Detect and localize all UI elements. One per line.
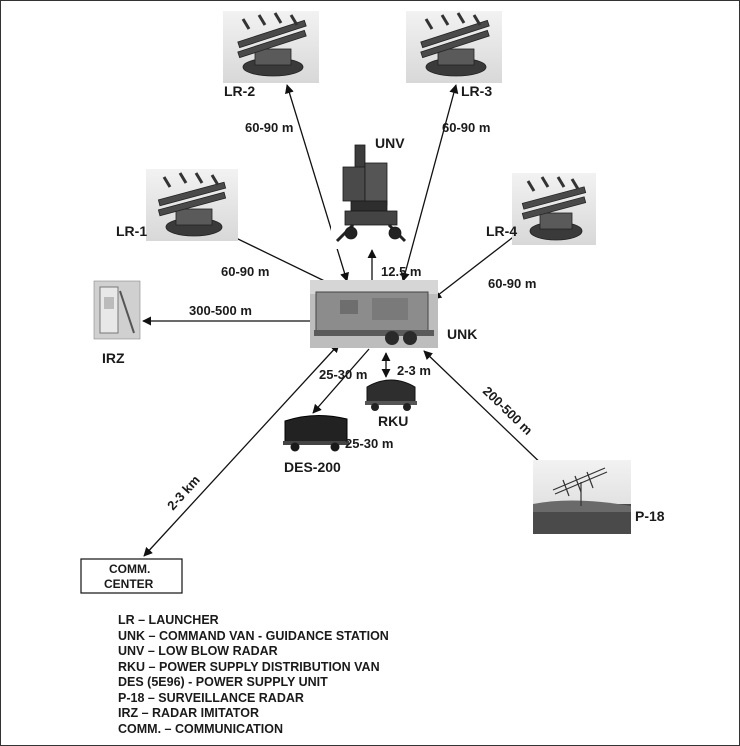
line-lr3-unk (400, 84, 459, 282)
p18-radar-image (533, 460, 631, 534)
legend-item: RKU – POWER SUPPLY DISTRIBUTION VAN (118, 659, 380, 674)
dist-comm-unk: 2-3 km (164, 472, 203, 513)
legend: LR – LAUNCHER UNK – COMMAND VAN - GUIDAN… (118, 613, 389, 737)
dist-des-rku: 25-30 m (345, 436, 393, 451)
launcher-lr3-image (406, 11, 502, 83)
legend-item: IRZ – RADAR IMITATOR (118, 706, 259, 720)
label-unv: UNV (375, 135, 405, 151)
legend-item: UNV – LOW BLOW RADAR (118, 644, 278, 658)
label-lr2: LR-2 (224, 83, 255, 99)
irz-image (93, 280, 141, 340)
label-unk: UNK (447, 326, 477, 342)
legend-item: UNK – COMMAND VAN - GUIDANCE STATION (118, 628, 389, 643)
launcher-lr1-image (146, 169, 238, 241)
dist-lr2-unk: 60-90 m (245, 120, 293, 135)
label-lr3: LR-3 (461, 83, 492, 99)
dist-p18-unk: 200-500 m (480, 383, 536, 437)
dist-rku-unk: 2-3 m (397, 363, 431, 378)
label-irz: IRZ (102, 350, 125, 366)
legend-item: DES (5E96) - POWER SUPPLY UNIT (118, 675, 328, 689)
dist-lr3-unk: 60-90 m (442, 120, 490, 135)
label-lr1: LR-1 (116, 223, 147, 239)
comm-center-box (80, 558, 183, 594)
launcher-lr4-image (512, 173, 596, 245)
legend-item: COMM. – COMMUNICATION (118, 721, 284, 736)
legend-item: LR – LAUNCHER (118, 613, 219, 627)
label-des200: DES-200 (284, 459, 341, 475)
dist-lr4-unk: 60-90 m (488, 276, 536, 291)
dist-lr1-unk: 60-90 m (221, 264, 269, 279)
label-lr4: LR-4 (486, 223, 517, 239)
label-comm-center-1: COMM. (109, 562, 150, 576)
launcher-lr2-image (223, 11, 319, 83)
unv-radar-image (331, 141, 411, 249)
line-p18-unk (423, 350, 550, 472)
dist-des-unk: 25-30 m (319, 367, 367, 382)
des200-image (283, 415, 349, 452)
line-comm-unk (143, 343, 340, 557)
label-p18: P-18 (635, 508, 665, 524)
dist-unv-unk: 12.5 m (381, 264, 421, 279)
dist-irz-unk: 300-500 m (189, 303, 252, 318)
line-lr4-unk (432, 230, 522, 300)
node-labels: LR-2 LR-3 UNV LR-1 LR-4 IRZ UNK RKU DES-… (102, 83, 665, 591)
unk-command-van-image (310, 280, 438, 348)
legend-item: P-18 – SURVEILLANCE RADAR (118, 690, 304, 705)
label-rku: RKU (378, 413, 408, 429)
rku-van-image (365, 379, 417, 411)
label-comm-center-2: CENTER (104, 577, 154, 591)
